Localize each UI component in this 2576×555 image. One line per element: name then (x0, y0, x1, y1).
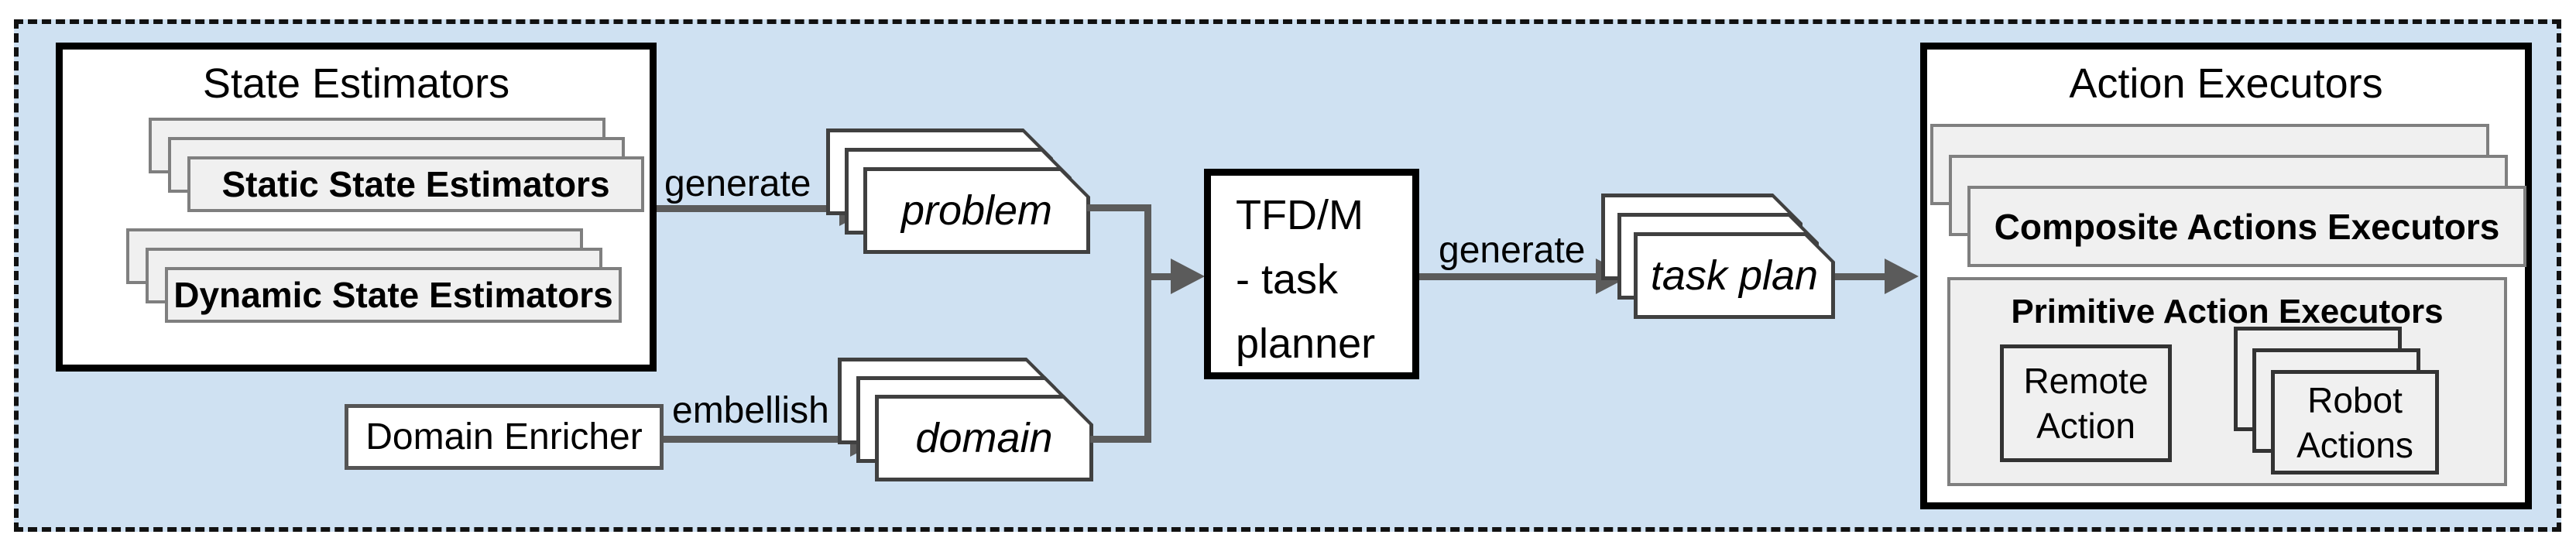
robot-actions-label: Robot Actions (2296, 379, 2413, 465)
static-estimators-card-front: Static State Estimators (187, 156, 644, 212)
connector-domain-out (1090, 436, 1151, 443)
static-estimators-label: Static State Estimators (221, 164, 610, 204)
taskplan-doc-label: task plan (1650, 252, 1819, 299)
connector-merge-vertical (1144, 204, 1151, 443)
edge-label-generate-right: generate (1439, 230, 1586, 271)
remote-action-label: Remote Action (2023, 361, 2149, 446)
robot-actions-card-front: Robot Actions (2271, 370, 2439, 474)
problem-doc-front: problem (863, 167, 1090, 254)
arrow-taskplan-executors-line (1835, 273, 1888, 280)
domain-enricher-label: Domain Enricher (365, 416, 643, 457)
planner-line-1: TFD/M (1236, 192, 1363, 238)
arrow-generate-problem-line (657, 205, 842, 212)
planner-line-3: planner (1236, 320, 1376, 367)
taskplan-doc-front: task plan (1634, 232, 1835, 319)
edge-label-generate-left: generate (664, 163, 811, 204)
remote-action-box: Remote Action (2000, 344, 2172, 462)
edge-label-embellish: embellish (672, 390, 829, 431)
planner-line-2: - task (1236, 256, 1339, 303)
arrow-taskplan-executors-head (1885, 259, 1919, 294)
primitive-executors-title: Primitive Action Executors (2011, 293, 2444, 331)
arrow-into-planner-head (1171, 259, 1205, 294)
domain-enricher-box: Domain Enricher (345, 404, 664, 470)
domain-doc-label: domain (915, 415, 1053, 461)
connector-planner-branch (1151, 273, 1173, 280)
domain-doc-front: domain (875, 395, 1093, 481)
connector-problem-out (1087, 204, 1151, 211)
problem-doc-label: problem (900, 187, 1053, 234)
state-estimators-title: State Estimators (202, 60, 510, 107)
composite-executors-label: Composite Actions Executors (1994, 206, 2500, 247)
arrow-embellish-domain-line (664, 436, 853, 443)
action-executors-title: Action Executors (2069, 60, 2383, 107)
task-planner-box: TFD/M - task planner (1204, 169, 1419, 379)
composite-executors-card-front: Composite Actions Executors (1967, 186, 2526, 267)
arrow-generate-taskplan-line (1419, 273, 1597, 280)
dynamic-estimators-label: Dynamic State Estimators (173, 275, 613, 315)
dynamic-estimators-card-front: Dynamic State Estimators (165, 267, 622, 323)
